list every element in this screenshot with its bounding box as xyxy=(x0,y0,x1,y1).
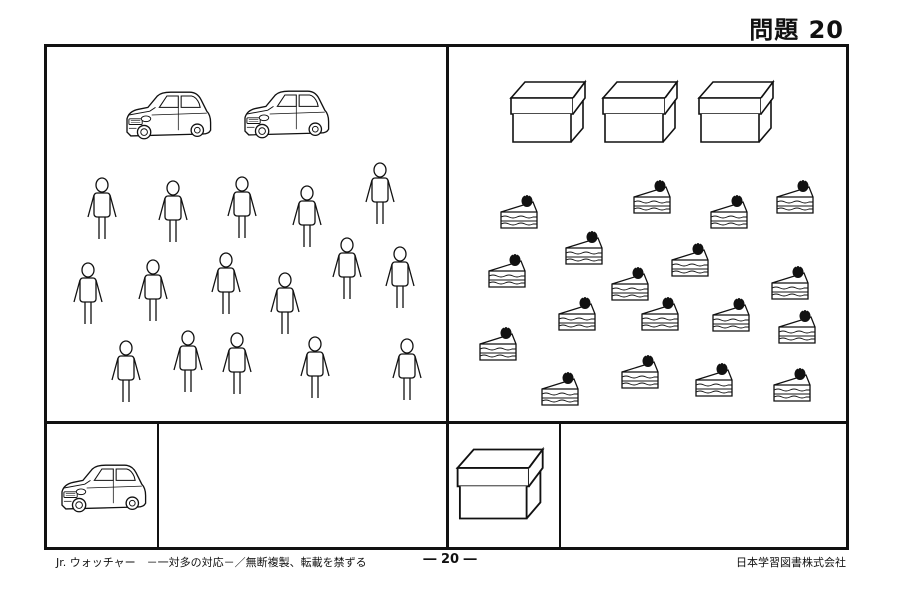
car-icon xyxy=(126,91,212,140)
person-icon xyxy=(270,272,300,335)
answer-row-divider xyxy=(44,421,849,424)
cake-slice-icon xyxy=(633,178,671,214)
center-divider xyxy=(446,44,449,550)
person-icon xyxy=(158,180,188,243)
box-icon xyxy=(698,81,774,143)
cake-slice-icon xyxy=(488,252,526,288)
cake-slice-icon xyxy=(712,296,750,332)
person-icon xyxy=(365,162,395,225)
page-title: 問題 20 xyxy=(749,16,844,44)
person-icon xyxy=(138,259,168,322)
cake-slice-icon xyxy=(771,264,809,300)
person-icon xyxy=(385,246,415,309)
page-number: ― 20 ― xyxy=(423,552,477,567)
cake-slice-icon xyxy=(710,193,748,229)
person-icon xyxy=(211,252,241,315)
person-icon xyxy=(332,237,362,300)
box-icon xyxy=(602,81,678,143)
box-icon xyxy=(510,81,586,143)
right-answer-sample-divider xyxy=(559,421,561,550)
answer-sample-box-icon xyxy=(456,448,544,520)
cake-slice-icon xyxy=(671,241,709,277)
left-answer-sample-divider xyxy=(157,421,159,550)
cake-slice-icon xyxy=(621,353,659,389)
person-icon xyxy=(87,177,117,240)
cake-slice-icon xyxy=(565,229,603,265)
cake-slice-icon xyxy=(773,366,811,402)
person-icon xyxy=(222,332,252,395)
person-icon xyxy=(300,336,330,399)
footer-series-note: Jr. ウォッチャー －一対多の対応－／無断複製、転載を禁ずる xyxy=(56,556,367,569)
answer-area-boxes[interactable] xyxy=(561,424,846,547)
person-icon xyxy=(392,338,422,401)
person-icon xyxy=(292,185,322,248)
person-icon xyxy=(173,330,203,393)
cake-slice-icon xyxy=(500,193,538,229)
cake-slice-icon xyxy=(695,361,733,397)
person-icon xyxy=(111,340,141,403)
person-icon xyxy=(227,176,257,239)
cake-slice-icon xyxy=(776,178,814,214)
publisher-name: 日本学習図書株式会社 xyxy=(736,556,846,569)
cake-slice-icon xyxy=(611,265,649,301)
cake-slice-icon xyxy=(641,295,679,331)
car-icon xyxy=(244,90,330,139)
answer-sample-car-icon xyxy=(61,464,147,513)
cake-slice-icon xyxy=(558,295,596,331)
person-icon xyxy=(73,262,103,325)
cake-slice-icon xyxy=(541,370,579,406)
cake-slice-icon xyxy=(479,325,517,361)
cake-slice-icon xyxy=(778,308,816,344)
answer-area-cars[interactable] xyxy=(160,424,446,547)
